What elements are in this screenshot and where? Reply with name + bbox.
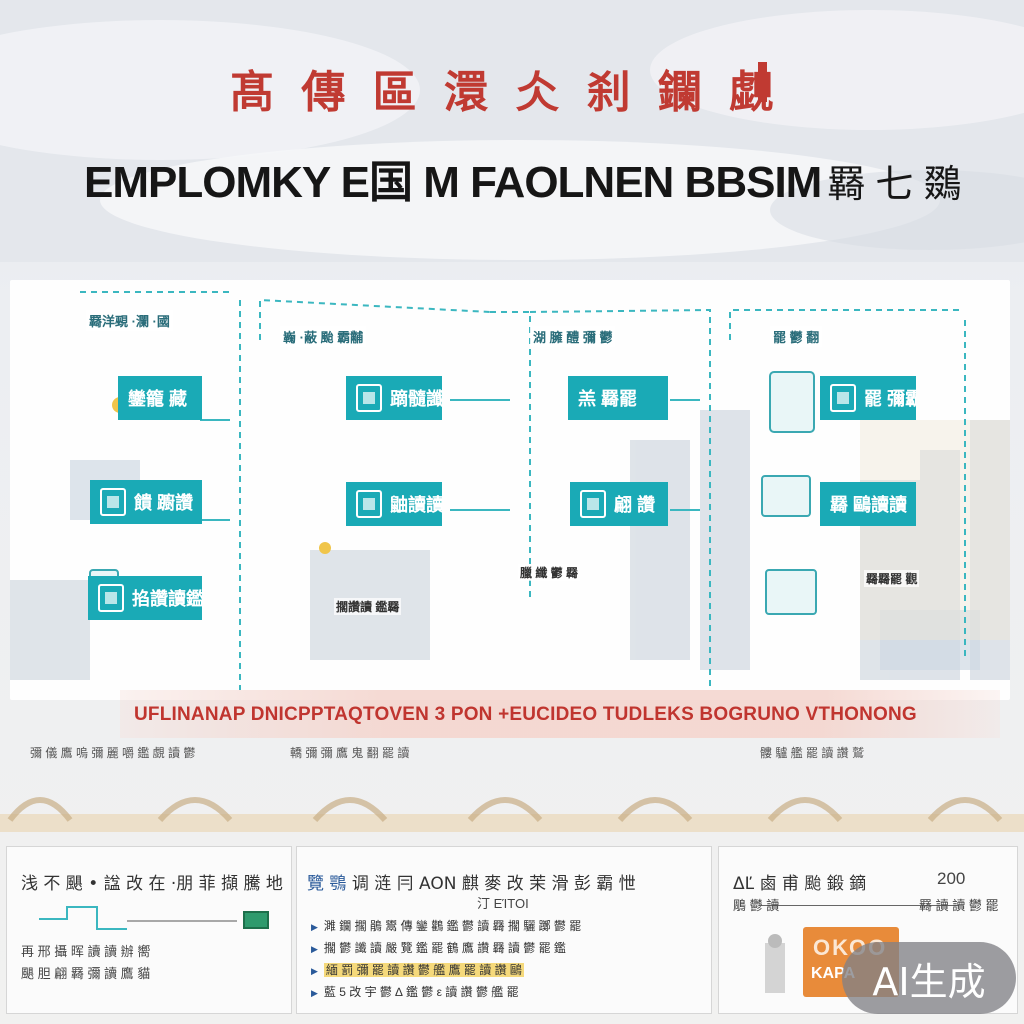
banner-sub-3: 髏 驢 艦 罷 讀 讚 鷲 <box>760 746 865 760</box>
diagram-panel: 羇洋覡 ·瀾 ·國 巈 ·蔽 颱 霸黼 湖 臃 醴 彌 鬱 罷 鬱 翻 鑾籠 藏… <box>10 280 1010 700</box>
title-accent-bar <box>758 62 767 102</box>
top-chinese-title: 髙 傳 區 澴 仌 刹 鑭 觑 <box>230 67 780 118</box>
chip-col3-a[interactable]: 羔 羇罷 <box>568 376 668 420</box>
middle-bullet-1: 濉 鑭 擱 鵑 鬻 傳 鑾 鸛 鑑 鬱 讀 羇 擱 驪 躑 鬱 罷 <box>311 917 581 934</box>
chip-col3-a-label: 羔 羇罷 <box>578 389 638 409</box>
chip-col1-c[interactable]: 掐讚讀鑑 <box>88 576 202 620</box>
left-card-title: 浅 不 颶 • 諡 改 在 ·朋 菲 擷 騰 地 <box>21 874 283 894</box>
left-card-row-1: 再 邢 攝 晖 讀 讀 辦 嚮 <box>21 944 151 959</box>
cityscape-background <box>10 291 1010 690</box>
middle-bullet-2: 擱 鬱 讖 讀 嚴 覽 鑑 罷 鶴 鷹 讚 羇 讀 鬱 罷 鑑 <box>311 939 566 956</box>
header-area: 髙 傳 區 澴 仌 刹 鑭 觑 EMPLOMKY E国 M FAOLNEN BB… <box>0 0 1024 262</box>
column-head-3: 湖 臃 醴 彌 鬱 <box>530 326 616 347</box>
banner-sub-1: 彌 儀 鷹 嗚 彌 麗 嚼 鑑 覷 讀 鬱 <box>30 746 196 760</box>
building-icon <box>100 488 126 516</box>
column-head-1: 羇洋覡 ·瀾 ·國 <box>86 310 173 331</box>
chip-col2-b-label: 鼬讀讀 <box>390 495 442 515</box>
chip-col4-b-label: 羇 鷗讀讀 <box>830 495 908 515</box>
column-head-4: 罷 鬱 翻 <box>770 326 823 347</box>
ai-generated-badge: AI生成 <box>842 942 1016 1014</box>
right-card-title: ΔĽ 鹵 甫 颱 鍛 鏑 <box>733 874 867 894</box>
chip-col1-b[interactable]: 饋 躕讚 <box>90 480 202 524</box>
green-block-icon <box>243 911 269 929</box>
grid-icon <box>356 490 382 518</box>
node-label-3: 羇羇罷 觀 <box>864 570 920 587</box>
right-card-row-2: 鵰 鬱 讀 <box>733 898 780 913</box>
chip-col1-b-label: 饋 躕讚 <box>134 493 194 513</box>
info-card-middle: 覽 鶚 调 涟 冃 AON 麒 麥 改 茉 滑 彭 霸 怈 汀 ΕΊΤΟΙ 濉 … <box>296 846 712 1014</box>
middle-bullet-4: 藍 5 改 宇 鬱 ∆ 鑑 鬱 ε 讀 讚 鬱 艦 罷 <box>311 983 519 1000</box>
office-icon <box>356 384 382 412</box>
divider-line <box>759 905 959 906</box>
year-value: 200 <box>937 869 966 888</box>
left-card-row-2: 颶 胆 翩 羇 彌 讀 鷹 貓 <box>21 966 151 981</box>
node-label-2: 臘 纖 鬱 羇 <box>518 564 581 581</box>
middle-title-accent: 覽 鶚 <box>307 874 347 894</box>
figure-illustration <box>765 934 785 993</box>
node-label-1: 擱讚讀 鑑羇 <box>334 598 402 615</box>
chip-col1-a-label: 鑾籠 藏 <box>128 389 188 409</box>
chip-col1-a[interactable]: 鑾籠 藏 <box>118 376 202 420</box>
middle-bullet-3: 緬 罰 彌 罷 讀 讚 鬱 艦 鷹 罷 讀 讚 鷗 <box>311 961 524 978</box>
middle-card-title: 覽 鶚 调 涟 冃 AON 麒 麥 改 茉 滑 彭 霸 怈 <box>307 869 636 894</box>
chip-col4-b[interactable]: 羇 鷗讀讀 <box>820 482 916 526</box>
bridge-arches-graphic <box>0 797 1024 832</box>
chip-col3-b-label: 翩 讚 <box>614 495 656 515</box>
document-icon <box>98 584 124 612</box>
chip-col4-a-label: 罷 彌霸 <box>864 389 916 409</box>
sky-clouds-graphic <box>0 0 1024 262</box>
middle-card-subtitle: 汀 ΕΊΤΟΙ <box>477 896 529 911</box>
banner-headline: UFLINANAP DNICPPTAQTOVEN 3 PON +EUCIDEO … <box>134 704 917 725</box>
connector-graphic <box>39 906 237 930</box>
column-head-2: 巈 ·蔽 颱 霸黼 <box>280 326 367 347</box>
main-title-text: EMPLOMKY E国 M FAOLNEN BBSIM <box>84 158 822 207</box>
right-card-row-1: 羇 讀 讀 鬱 罷 <box>919 898 999 913</box>
middle-bullet-3-text: 緬 罰 彌 罷 讀 讚 鬱 艦 鷹 罷 讀 讚 鷗 <box>323 963 524 977</box>
middle-title-text: 调 涟 冃 AON 麒 麥 改 茉 滑 彭 霸 怈 <box>351 874 636 894</box>
banner-strip <box>120 690 1000 738</box>
info-card-left: 浅 不 颶 • 諡 改 在 ·朋 菲 擷 騰 地 再 邢 攝 晖 讀 讀 辦 嚮… <box>6 846 292 1014</box>
chip-col2-a-label: 蹢髓讖 <box>390 389 442 409</box>
chip-col1-c-label: 掐讚讀鑑 <box>132 589 202 609</box>
badge-icon <box>830 384 856 412</box>
main-title-cn: 羇 七 鵽 <box>827 162 961 206</box>
chip-col2-b[interactable]: 鼬讀讀 <box>346 482 442 526</box>
banner-sub-2: 轎 彌 彌 鷹 鬼 翻 罷 讀 <box>290 746 410 760</box>
chip-col4-a[interactable]: 罷 彌霸 <box>820 376 916 420</box>
chip-col3-b[interactable]: 翩 讚 <box>570 482 668 526</box>
folder-icon <box>580 490 606 518</box>
chip-col2-a[interactable]: 蹢髓讖 <box>346 376 442 420</box>
